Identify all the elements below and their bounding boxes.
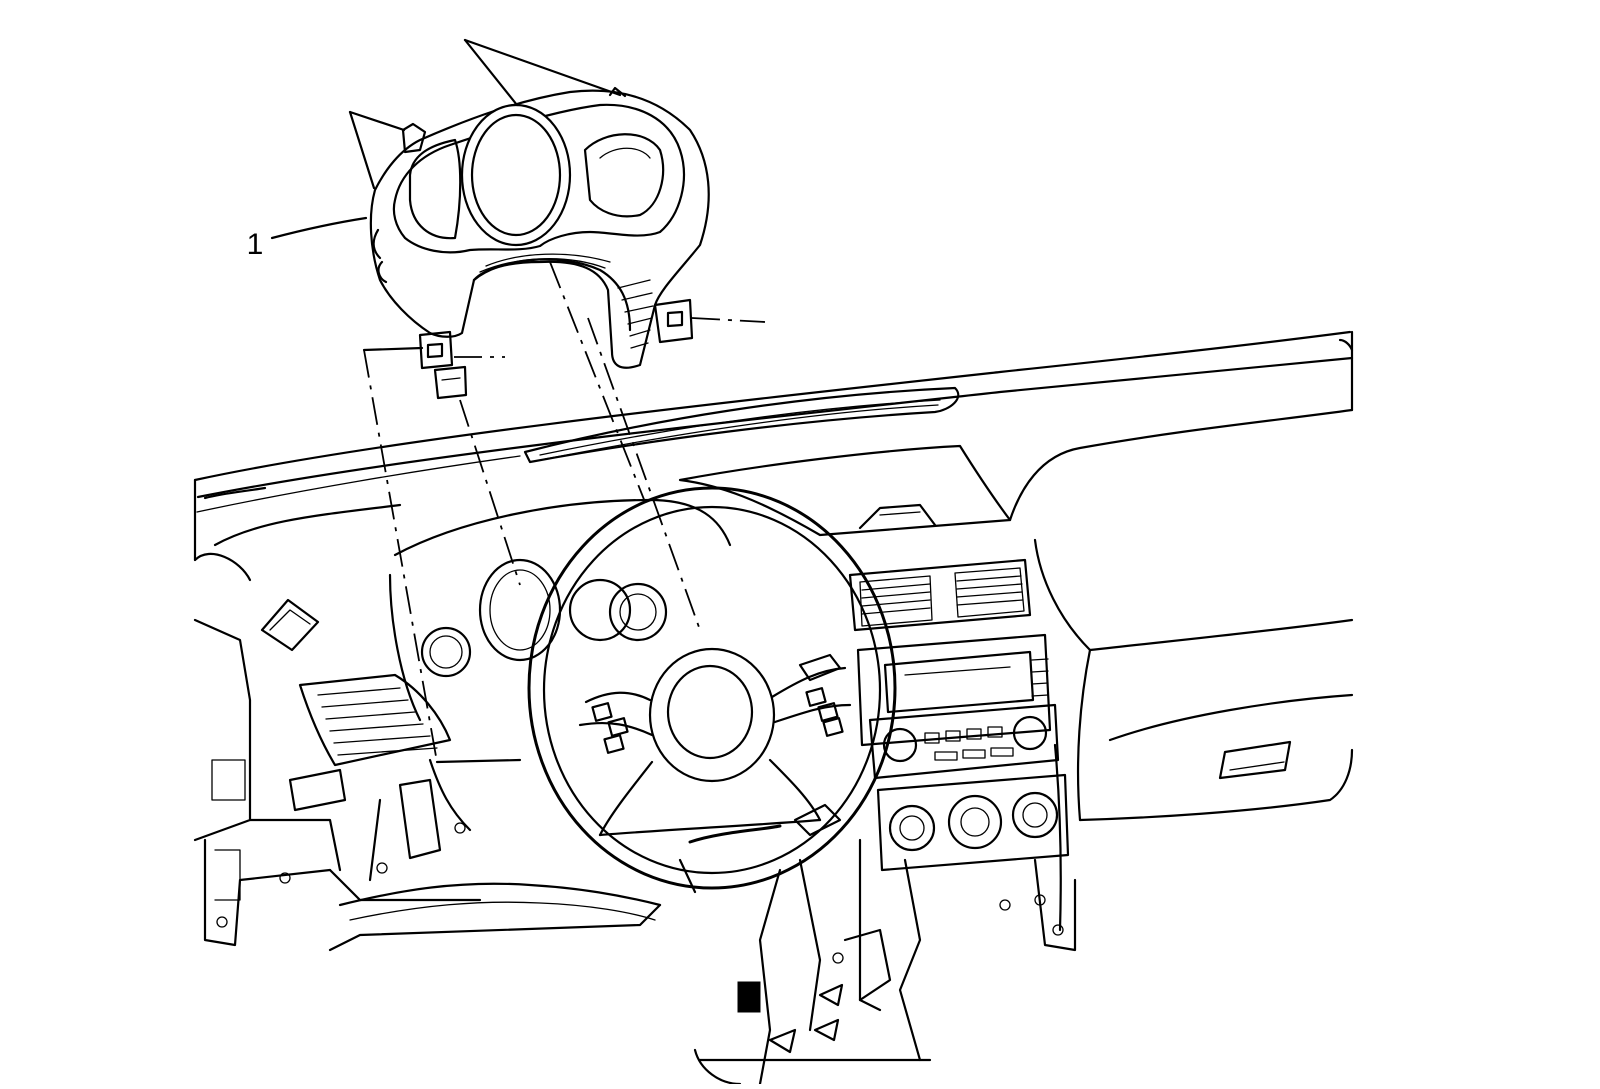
alignment-lines bbox=[348, 38, 766, 764]
callout-1-label: 1 bbox=[247, 228, 264, 261]
instrument-cluster bbox=[369, 86, 710, 400]
steering-wheel bbox=[527, 486, 897, 894]
callout-1: 1 bbox=[247, 216, 368, 261]
instrument-panel bbox=[193, 330, 1354, 1086]
